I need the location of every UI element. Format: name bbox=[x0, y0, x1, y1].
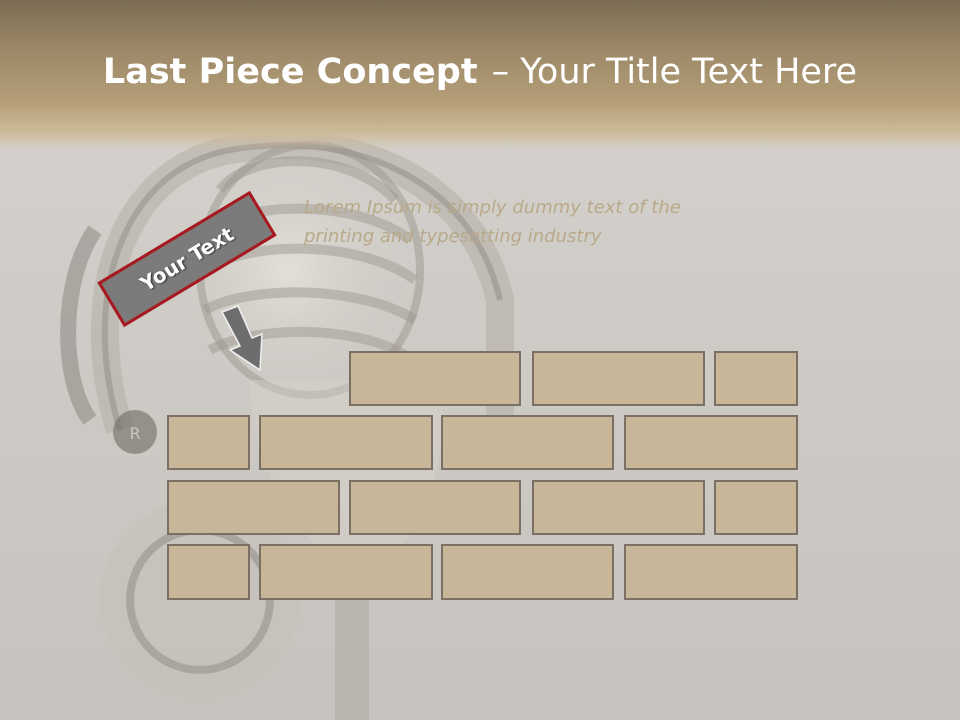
puzzle-brick bbox=[259, 544, 433, 600]
puzzle-brick bbox=[624, 544, 798, 600]
puzzle-brick bbox=[532, 480, 705, 535]
body-text: Lorem Ipsum is simply dummy text of the … bbox=[304, 197, 681, 247]
puzzle-brick bbox=[259, 415, 433, 470]
title-bar bbox=[0, 0, 960, 150]
puzzle-brick bbox=[532, 351, 705, 406]
puzzle-brick bbox=[441, 544, 614, 600]
svg-text:R: R bbox=[129, 424, 140, 443]
puzzle-brick bbox=[349, 351, 521, 406]
title-subtitle: – Your Title Text Here bbox=[491, 52, 858, 92]
puzzle-brick bbox=[714, 480, 798, 535]
puzzle-brick bbox=[714, 351, 798, 406]
puzzle-brick bbox=[441, 415, 614, 470]
page-title: Last Piece Concept – Your Title Text Here bbox=[0, 52, 960, 92]
puzzle-brick bbox=[167, 480, 340, 535]
arrow-down-right-icon bbox=[220, 305, 263, 372]
title-bold: Last Piece Concept bbox=[102, 52, 478, 92]
puzzle-brick bbox=[349, 480, 521, 535]
puzzle-brick bbox=[167, 415, 250, 470]
puzzle-brick bbox=[167, 544, 250, 600]
puzzle-brick bbox=[624, 415, 798, 470]
